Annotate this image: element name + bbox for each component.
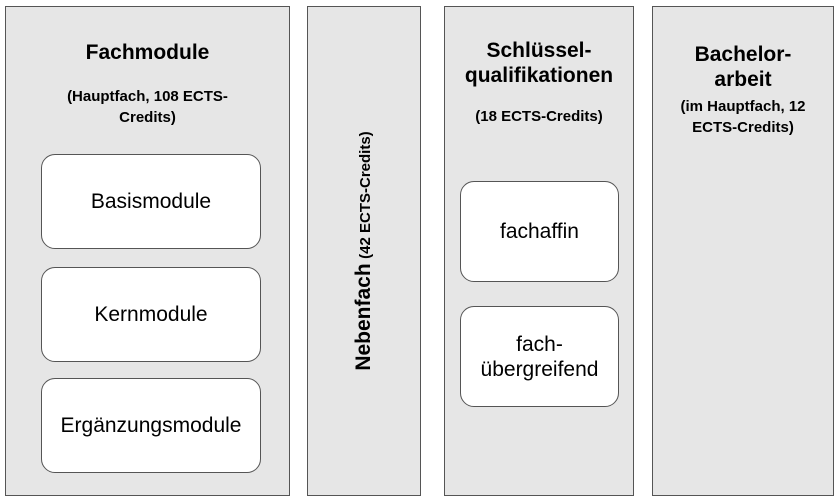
module-box-ergaenzungsmodule: Ergänzungsmodule: [41, 378, 261, 473]
module-label: Basismodule: [90, 190, 212, 213]
column-schluesselqualifikationen: Schlüssel- qualifikationen (18 ECTS-Cred…: [444, 6, 634, 496]
schluesselqualifikationen-title: Schlüssel- qualifikationen: [445, 38, 633, 88]
module-box-basismodule: Basismodule: [41, 154, 261, 249]
fachmodule-subtitle-line: (Hauptfach, 108 ECTS-: [67, 88, 228, 105]
subtitle-line: (im Hauptfach, 12: [680, 98, 806, 115]
module-label: übergreifend: [480, 357, 599, 381]
fachmodule-subtitle-line: Credits): [119, 109, 176, 126]
module-label: Ergänzungsmodule: [60, 414, 242, 437]
module-box-fachaffin: fachaffin: [460, 181, 619, 282]
bachelorarbeit-title: Bachelor- arbeit: [653, 42, 833, 92]
module-box-kernmodule: Kernmodule: [41, 267, 261, 362]
nebenfach-subtitle: (42 ECTS-Credits): [357, 131, 374, 259]
subtitle-line: ECTS-Credits): [692, 119, 794, 136]
bachelorarbeit-subtitle: (im Hauptfach, 12 ECTS-Credits): [653, 96, 833, 138]
title-line: Bachelor-: [694, 43, 792, 66]
column-nebenfach: Nebenfach (42 ECTS-Credits): [307, 6, 421, 496]
nebenfach-title: Nebenfach: [352, 263, 375, 371]
column-bachelorarbeit: Bachelor- arbeit (im Hauptfach, 12 ECTS-…: [652, 6, 834, 496]
nebenfach-label: Nebenfach (42 ECTS-Credits): [352, 131, 376, 370]
column-fachmodule: Fachmodule (Hauptfach, 108 ECTS- Credits…: [5, 6, 290, 496]
title-line: Schlüssel-: [486, 39, 592, 62]
schluesselqualifikationen-subtitle: (18 ECTS-Credits): [475, 108, 603, 125]
module-box-fachuebergreifend: fach- übergreifend: [460, 306, 619, 407]
title-line: qualifikationen: [464, 64, 614, 87]
module-label: Kernmodule: [94, 303, 208, 326]
fachmodule-subtitle: (Hauptfach, 108 ECTS- Credits): [6, 86, 289, 128]
module-label: fach-: [516, 332, 563, 356]
module-label: fachaffin: [499, 220, 579, 243]
fachmodule-title: Fachmodule: [85, 41, 210, 64]
title-line: arbeit: [714, 68, 772, 91]
